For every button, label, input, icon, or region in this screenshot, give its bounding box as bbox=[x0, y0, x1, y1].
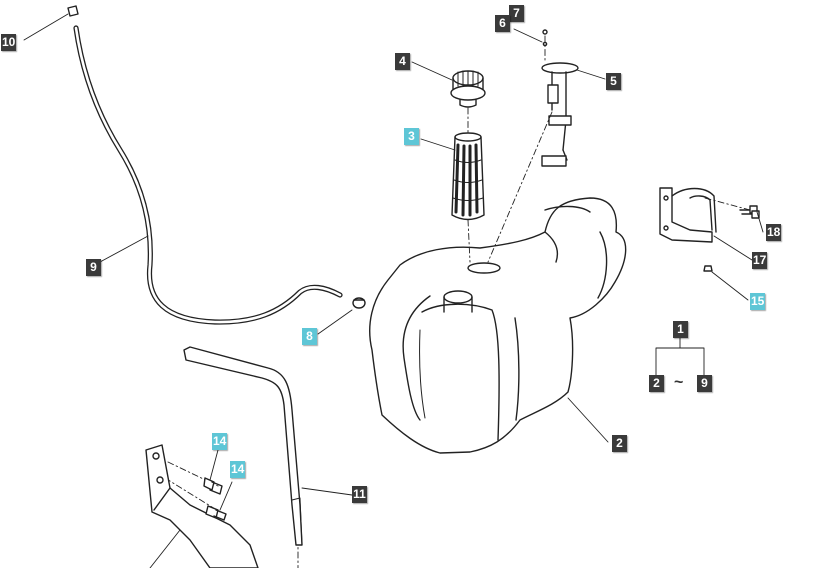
bracket-bolts bbox=[739, 205, 760, 219]
callout-5: 5 bbox=[606, 73, 621, 90]
callout-3: 3 bbox=[404, 128, 419, 145]
callout-9: 9 bbox=[86, 259, 101, 276]
strap-bolts bbox=[203, 477, 227, 521]
fuel-cap bbox=[450, 70, 486, 108]
callout-4: 4 bbox=[395, 53, 410, 70]
callout-9-range-end: 9 bbox=[697, 375, 712, 392]
callout-7: 7 bbox=[509, 5, 524, 22]
callout-10: 10 bbox=[1, 34, 17, 51]
breather-hose bbox=[73, 25, 343, 325]
callout-leaders bbox=[23, 13, 764, 568]
callout-11: 11 bbox=[352, 486, 367, 503]
sender-screw bbox=[542, 29, 548, 35]
mounting-bracket bbox=[659, 187, 717, 243]
fuel-strainer bbox=[451, 132, 485, 221]
callout-15: 15 bbox=[750, 293, 766, 310]
callout-14b: 14 bbox=[230, 461, 246, 478]
callout-18: 18 bbox=[766, 224, 782, 241]
hose-clamp bbox=[352, 297, 366, 309]
callout-6: 6 bbox=[495, 15, 510, 32]
callout-17: 17 bbox=[752, 252, 768, 269]
callout-2: 2 bbox=[612, 435, 627, 452]
bracket-nut bbox=[703, 265, 713, 272]
tank-strap bbox=[183, 346, 303, 546]
callout-8: 8 bbox=[302, 328, 317, 345]
fuel-tank bbox=[369, 197, 627, 454]
fuel-level-sender bbox=[541, 62, 579, 167]
callout-14a: 14 bbox=[212, 433, 228, 450]
callout-1: 1 bbox=[673, 321, 688, 338]
callout-2-range-start: 2 bbox=[649, 375, 664, 392]
hose-end-cap bbox=[67, 5, 79, 17]
range-tilde: ~ bbox=[674, 374, 684, 391]
lower-bracket bbox=[145, 444, 259, 568]
